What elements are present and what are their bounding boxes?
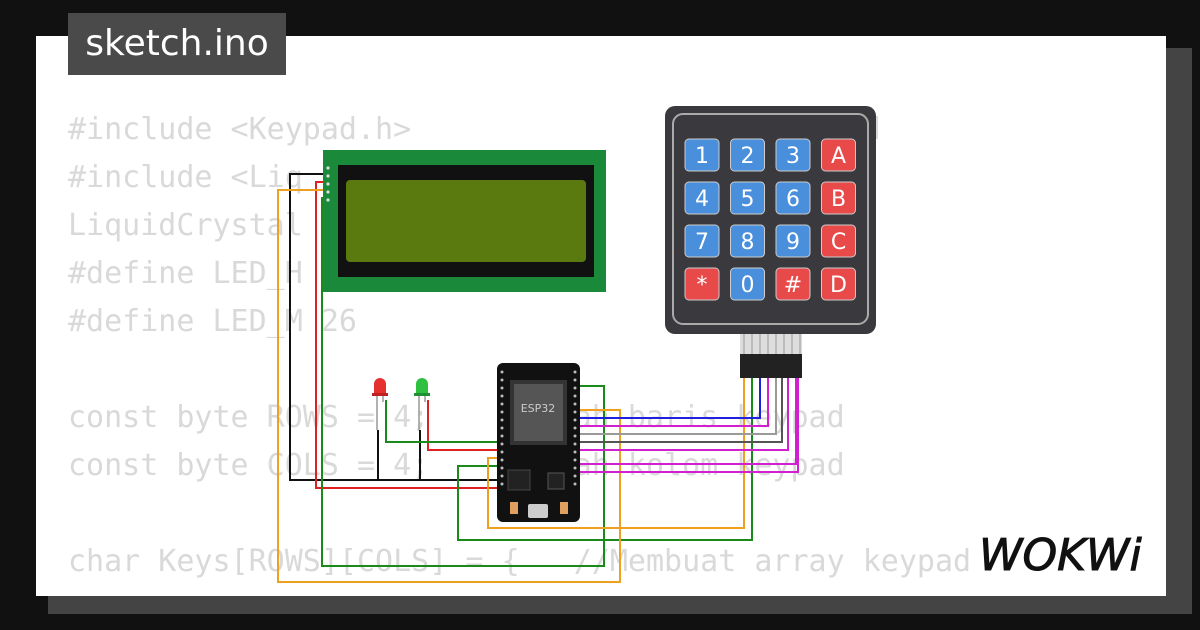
wire-orange-1 [277, 189, 621, 583]
led-green[interactable] [414, 378, 430, 430]
keypad-connector [740, 354, 802, 378]
lcd-i2c-pins [326, 166, 330, 202]
wire-magenta-4 [578, 378, 799, 473]
wire-magenta-2 [578, 378, 789, 451]
key-label: # [784, 273, 802, 298]
key-label: 5 [741, 187, 755, 212]
esp32-pins-right [573, 370, 577, 486]
key-4[interactable]: 4 [684, 181, 720, 215]
wire-magenta-3 [578, 378, 797, 465]
wire-red-led [427, 400, 500, 451]
key-label: 8 [741, 230, 755, 255]
key-7[interactable]: 7 [684, 224, 720, 258]
wire-gray [578, 378, 777, 435]
key-label: 4 [695, 187, 709, 212]
key-8[interactable]: 8 [730, 224, 765, 258]
key-0[interactable]: 0 [730, 267, 765, 301]
key-b[interactable]: B [821, 181, 856, 215]
key-label: 2 [741, 144, 755, 169]
key-label: B [831, 187, 846, 212]
key-label: 3 [786, 144, 800, 169]
esp32-label: ESP32 [521, 402, 556, 415]
preview-card: #include <Keypad.h> ary keypad#include <… [36, 36, 1166, 596]
wire-black-1 [289, 173, 500, 481]
wire-green-led [385, 400, 500, 443]
wire-green-3 [457, 378, 753, 541]
key-label: 7 [695, 230, 709, 255]
code-line: #define LED_M 26 [68, 304, 357, 339]
key-label: 1 [695, 144, 709, 169]
key-c[interactable]: C [821, 224, 856, 258]
led-red[interactable] [372, 378, 388, 430]
key-d[interactable]: D [821, 267, 856, 301]
key-6[interactable]: 6 [775, 181, 811, 215]
key-a[interactable]: A [821, 138, 856, 172]
file-tab[interactable]: sketch.ino [68, 13, 286, 75]
wokwi-wordmark: WOKWi [979, 530, 1142, 581]
key-label: 9 [786, 230, 800, 255]
wire-magenta-1 [578, 378, 769, 427]
key-3[interactable]: 3 [775, 138, 811, 172]
key-label: 6 [786, 187, 800, 212]
code-line: char Keys[ROWS][COLS] = { //Membuat arra… [68, 544, 972, 579]
key-label: A [831, 144, 846, 169]
key-star[interactable]: * [684, 267, 720, 301]
key-1[interactable]: 1 [684, 138, 720, 172]
key-5[interactable]: 5 [730, 181, 765, 215]
key-2[interactable]: 2 [730, 138, 765, 172]
key-label: D [830, 273, 847, 298]
key-hash[interactable]: # [775, 267, 811, 301]
esp32-pins-left [500, 370, 504, 486]
wire-dark [578, 378, 783, 443]
key-label: * [697, 273, 708, 298]
code-line: #define LED_H [68, 256, 303, 291]
wire-blue [578, 378, 761, 419]
key-label: C [831, 230, 846, 255]
lcd-display[interactable] [323, 150, 606, 292]
key-9[interactable]: 9 [775, 224, 811, 258]
wokwi-logo: WOKWi [979, 530, 1143, 582]
esp32-board[interactable]: ESP32 [497, 363, 580, 522]
key-label: 0 [741, 273, 755, 298]
membrane-keypad[interactable]: 1 2 3 A 4 5 6 B 7 8 9 C * 0 # D [665, 106, 876, 378]
keypad-ribbon [743, 334, 801, 354]
wire-orange-2 [487, 378, 745, 529]
